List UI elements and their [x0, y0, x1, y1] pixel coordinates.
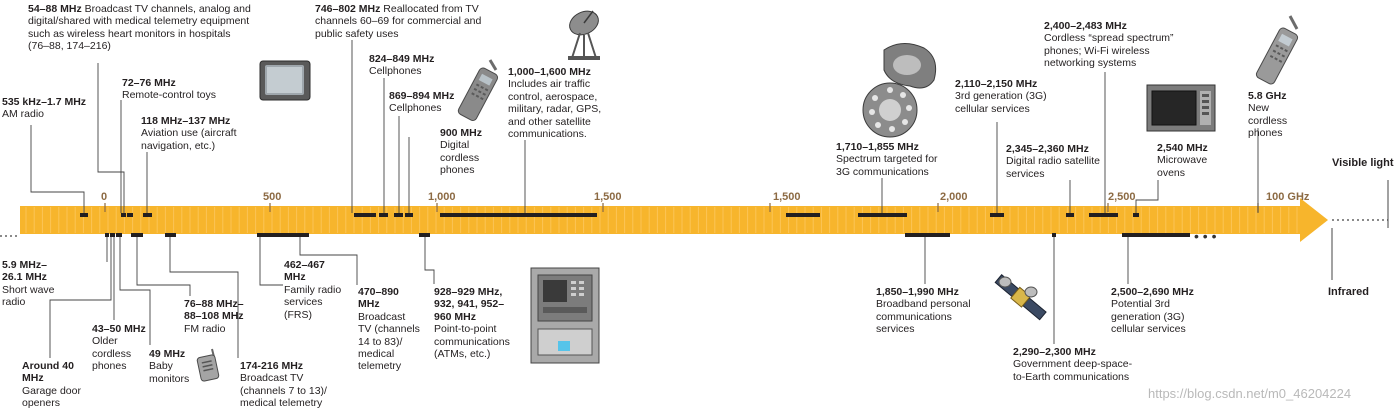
band-segment-upper	[858, 213, 907, 217]
band-segment-lower	[419, 233, 430, 237]
label-digital-radio-satellite: 2,345–2,360 MHz Digital radio satellite …	[1006, 143, 1100, 180]
label-am-radio: 535 kHz–1.7 MHz AM radio	[2, 96, 87, 121]
scale-number-1000: 1,000	[428, 191, 456, 203]
band-segment-upper	[127, 213, 133, 217]
label-deep-space: 2,290–2,300 MHz Government deep-space- t…	[1013, 346, 1133, 383]
infrared-label: Infrared	[1328, 286, 1369, 298]
band-segment-upper	[1089, 213, 1118, 217]
band-segment-lower	[165, 233, 176, 237]
band-segment-lower	[131, 233, 143, 237]
scale-number-2500: 2,500	[1108, 191, 1136, 203]
cellphone-icon	[457, 59, 499, 121]
label-remote-control-toys: 72–76 MHz Remote-control toys	[122, 77, 216, 102]
label-point-to-point: 928–929 MHz, 932, 941, 952–960 MHz Point…	[434, 286, 510, 361]
leader-tv-470	[299, 237, 358, 285]
label-short-wave: 5.9 MHz– 26.1 MHz Short wave radio	[2, 259, 55, 309]
label-3g-cellular: 2,110–2,150 MHz 3rd generation (3G) cell…	[955, 78, 1047, 115]
scale-number-0: 0	[101, 191, 108, 203]
microwave-icon	[1146, 84, 1216, 132]
scale-number-1500-right: 1,500	[773, 191, 801, 203]
band-segment-upper	[786, 213, 820, 217]
band-segment-lower	[905, 233, 950, 237]
scale-number-1500-left: 1,500	[594, 191, 622, 203]
scale-number-2000: 2,000	[940, 191, 968, 203]
label-baby-monitors: 49 MHz Baby monitors	[149, 348, 190, 385]
leader-tv-174	[169, 237, 239, 358]
rotary-phone-icon	[862, 43, 937, 138]
leader-garage	[49, 237, 112, 358]
leader-point-to-point	[424, 237, 435, 284]
leader-am-radio	[30, 125, 85, 213]
band-segment-upper	[80, 213, 88, 217]
satellite-dish-icon	[568, 10, 600, 60]
satellite-icon	[994, 274, 1047, 321]
leader-tv-54-88	[97, 63, 125, 213]
visible-light-label: Visible light	[1332, 157, 1394, 169]
band-segment-upper	[990, 213, 1004, 217]
band-segment-upper	[1066, 213, 1074, 217]
band-segment-upper	[394, 213, 403, 217]
leader-microwave	[1135, 180, 1159, 213]
band-segment-upper	[354, 213, 376, 217]
label-cellphones-824: 824–849 MHz Cellphones	[369, 53, 435, 78]
band-segment-upper	[405, 213, 413, 217]
band-segment-lower	[257, 233, 309, 237]
leader-baby-monitors	[119, 237, 151, 345]
scale-number-100ghz: 100 GHz	[1266, 191, 1310, 203]
band-segment-lower	[116, 233, 122, 237]
label-reallocated-tv: 746–802 MHz Reallocated from TV channels…	[315, 3, 482, 40]
watermark: https://blog.csdn.net/m0_46204224	[1148, 386, 1352, 401]
label-broadband-pcs: 1,850–1,990 MHz Broadband personal commu…	[876, 286, 971, 336]
band-segment-lower	[1122, 233, 1190, 237]
band-segment-lower	[1052, 233, 1056, 237]
tv-icon	[259, 60, 311, 101]
band-arrowhead	[1300, 198, 1328, 242]
label-aviation: 118 MHz–137 MHz Aviation use (aircraft n…	[141, 115, 237, 152]
label-older-cordless: 43–50 MHz Older cordless phones	[92, 323, 146, 373]
label-broadcast-tv-174: 174-216 MHz Broadcast TV (channels 7 to …	[240, 360, 327, 410]
label-satellite-comms: 1,000–1,600 MHz Includes air traffic con…	[508, 66, 602, 141]
band-segment-upper	[1133, 213, 1139, 217]
label-family-radio: 462–467 MHz Family radio services (FRS)	[284, 259, 342, 321]
scale-number-500: 500	[263, 191, 282, 203]
band-break-dots: • • •	[1194, 228, 1217, 244]
leader-fm-radio	[136, 237, 191, 296]
leader-family-radio	[259, 237, 283, 286]
label-garage-door: Around 40 MHz Garage door openers	[22, 360, 81, 410]
label-fm-radio: 76–88 MHz– 88–108 MHz FM radio	[184, 298, 244, 335]
label-microwave-ovens: 2,540 MHz Microwave ovens	[1157, 142, 1208, 179]
label-digital-cordless: 900 MHz Digital cordless phones	[440, 127, 483, 177]
baby-monitor-icon	[196, 348, 220, 382]
label-cellphones-869: 869–894 MHz Cellphones	[389, 90, 455, 115]
label-3g-spectrum: 1,710–1,855 MHz Spectrum targeted for 3G…	[836, 141, 938, 178]
band-segment-upper	[379, 213, 388, 217]
label-broadcast-tv-470: 470–890 MHz Broadcast TV (channels 14 to…	[358, 286, 420, 373]
label-potential-3g: 2,500–2,690 MHz Potential 3rd generation…	[1111, 286, 1194, 336]
label-new-cordless: 5.8 GHz New cordless phones	[1248, 90, 1288, 140]
band-segment-upper	[121, 213, 126, 217]
band-segment-upper	[440, 213, 597, 217]
band-segment-lower	[105, 233, 109, 237]
band-body	[20, 206, 1306, 234]
cordless-phone-icon	[1255, 15, 1299, 85]
label-spread-spectrum: 2,400–2,483 MHz Cordless “spread spectru…	[1044, 20, 1174, 70]
band-segment-upper	[143, 213, 152, 217]
atm-icon	[530, 267, 600, 364]
band-segment-lower	[110, 233, 115, 237]
label-broadcast-tv-54-88: 54–88 MHz Broadcast TV channels, analog …	[28, 3, 251, 53]
